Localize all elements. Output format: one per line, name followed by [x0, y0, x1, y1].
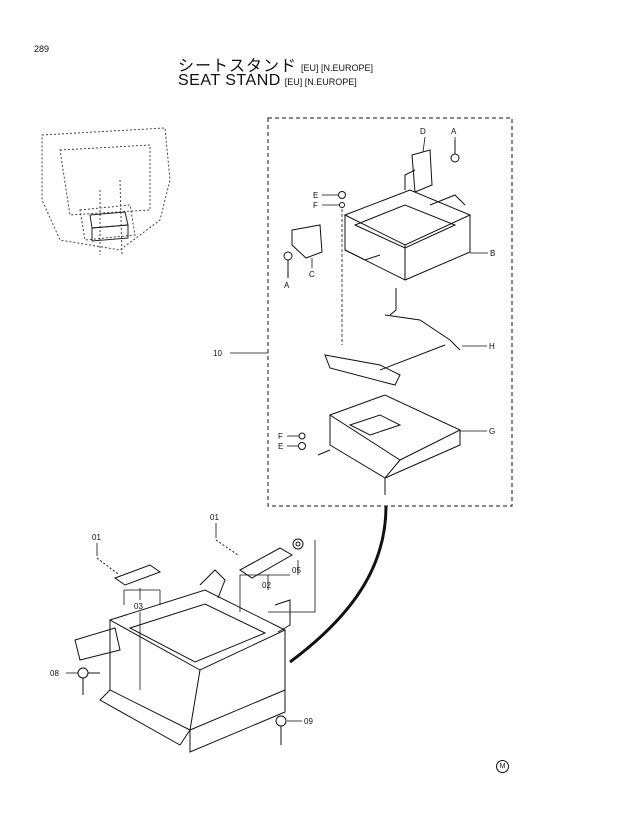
- bracket-D: [404, 149, 433, 193]
- harness-H: [324, 288, 461, 386]
- label-01-left: 01: [92, 533, 101, 542]
- bolt-09: [275, 715, 287, 745]
- title-jp-text: シートスタンド: [178, 58, 298, 75]
- connector-curve: [289, 505, 388, 664]
- label-09: 09: [304, 717, 313, 726]
- label-G: G: [489, 427, 495, 436]
- title-japanese: シートスタンド[EU] [N.EUROPE]: [178, 52, 373, 76]
- pin-01-right: [215, 539, 239, 556]
- label-F-top: F: [313, 201, 318, 210]
- label-B: B: [490, 249, 495, 258]
- region-tags-en: [EU] [N.EUROPE]: [284, 77, 357, 87]
- machine-thumbnail-seat: [89, 211, 129, 242]
- label-03: 03: [134, 602, 143, 611]
- bracket-C: [291, 224, 323, 259]
- nut-E-top: [338, 191, 346, 208]
- assembly-frame: [267, 117, 513, 507]
- seat-stand-assembly: [74, 538, 304, 753]
- label-A-top: A: [451, 127, 457, 136]
- label-E-bottom: E: [278, 442, 283, 451]
- label-E-top: E: [313, 191, 318, 200]
- label-F-bottom: F: [278, 432, 283, 441]
- label-A-left: A: [284, 281, 290, 290]
- washer-nut-lower: [298, 432, 306, 450]
- bolt-08: [77, 667, 100, 695]
- label-H: H: [489, 342, 495, 351]
- lower-stand: [317, 394, 462, 495]
- title-english: SEAT STAND[EU] [N.EUROPE]: [178, 72, 357, 90]
- label-C: C: [309, 270, 315, 279]
- bolt-A-left: [283, 251, 293, 278]
- title-en-text: SEAT STAND: [178, 72, 281, 89]
- page-number: 289: [34, 44, 50, 54]
- label-02: 02: [262, 581, 271, 590]
- region-tags-jp: [EU] [N.EUROPE]: [301, 63, 374, 73]
- machine-thumbnail: [41, 127, 171, 256]
- circled-m-mark: M: [496, 760, 509, 773]
- upper-stand: [343, 189, 472, 281]
- pin-01-left: [96, 557, 119, 575]
- label-10: 10: [213, 349, 222, 358]
- label-D: D: [420, 127, 426, 136]
- label-08: 08: [50, 669, 59, 678]
- label-05: 05: [292, 566, 301, 575]
- leader-lines: [230, 136, 488, 447]
- leader-lines-bottom: [66, 523, 316, 722]
- label-01-right: 01: [210, 513, 219, 522]
